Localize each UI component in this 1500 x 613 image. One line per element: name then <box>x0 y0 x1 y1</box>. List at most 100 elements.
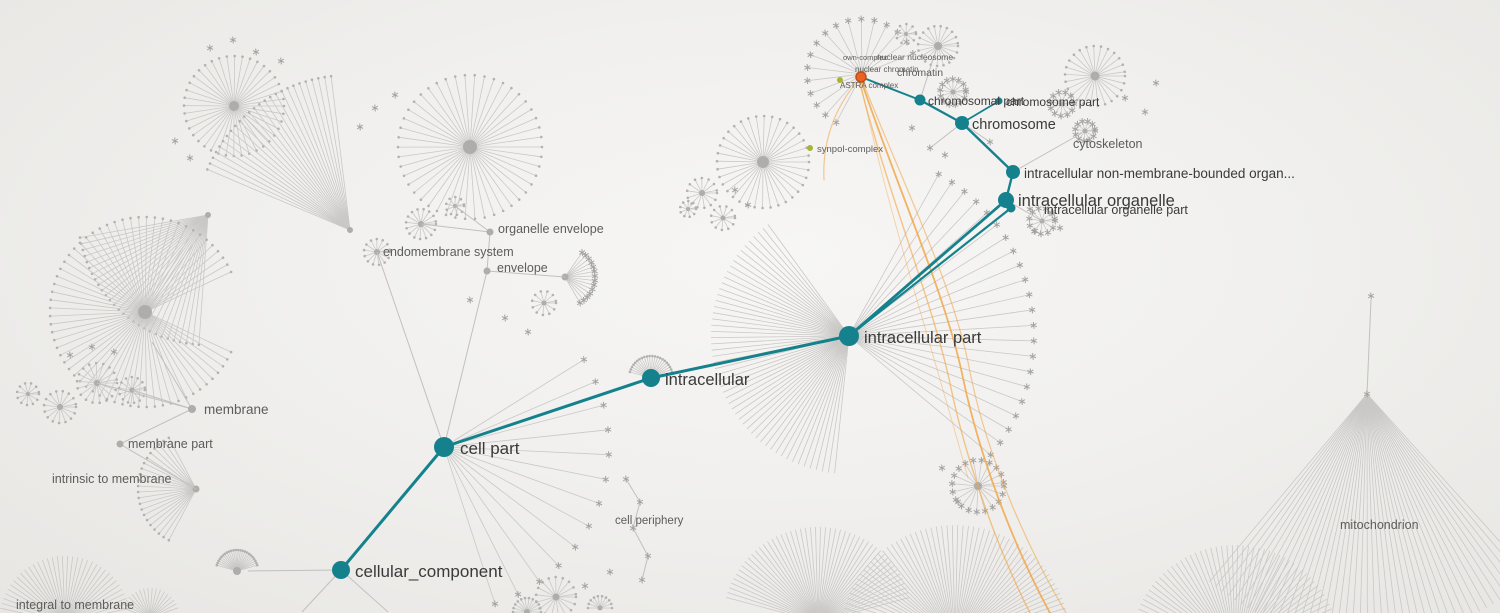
association-edge <box>860 79 1051 613</box>
leaf-node <box>356 123 364 131</box>
leaf-node <box>744 201 752 209</box>
leaf-node <box>938 464 946 472</box>
term-node-intracellular[interactable] <box>642 369 660 387</box>
cluster-fan <box>710 224 850 474</box>
cluster-node[interactable] <box>950 89 956 95</box>
term-label[interactable]: synpol-complex <box>817 144 883 155</box>
cluster-node[interactable] <box>597 605 603 611</box>
term-label[interactable]: membrane part <box>128 437 213 451</box>
leaf-node <box>636 498 644 506</box>
cluster-fan <box>1063 44 1127 108</box>
cluster-node[interactable] <box>1090 71 1100 81</box>
leaf-node <box>466 296 474 304</box>
leaf-node <box>1031 227 1039 235</box>
term-label[interactable]: mitochondrion <box>1340 518 1419 532</box>
term-label[interactable]: membrane <box>204 402 269 417</box>
cluster-fan <box>404 207 438 241</box>
term-label[interactable]: cytoskeleton <box>1073 137 1143 151</box>
cluster-node[interactable] <box>524 609 530 613</box>
association-edge <box>858 79 1031 613</box>
term-node-cell_part[interactable] <box>434 437 454 457</box>
cluster-node[interactable] <box>686 207 690 211</box>
cluster-node[interactable] <box>233 567 241 575</box>
leaf-node <box>1152 79 1160 87</box>
term-label-intracellular_part[interactable]: intracellular part <box>864 329 982 347</box>
highlight-path-edge <box>443 376 652 449</box>
cluster-node[interactable] <box>541 300 547 306</box>
term-node-cellular_component[interactable] <box>332 561 350 579</box>
cluster-node[interactable] <box>138 305 152 319</box>
leaf-node <box>1363 390 1371 398</box>
term-label-chromosome[interactable]: chromosome <box>972 117 1056 133</box>
term-label-non_membrane_bounded[interactable]: intracellular non-membrane-bounded organ… <box>1024 166 1295 181</box>
term-label-intracellular_organelle[interactable]: intracellular organelle <box>1018 192 1175 210</box>
term-node-non_membrane_bounded[interactable] <box>1006 165 1020 179</box>
cluster-fan <box>586 594 614 611</box>
term-label[interactable]: endomembrane system <box>383 245 514 259</box>
term-label[interactable]: own-complex <box>843 53 887 62</box>
term-dot[interactable] <box>116 440 124 448</box>
cluster-node[interactable] <box>552 593 560 601</box>
term-label-intracellular_organelle_part[interactable]: intracellular organelle part <box>1044 203 1188 217</box>
cluster-fan <box>15 382 41 407</box>
cluster-node[interactable] <box>205 212 211 218</box>
cluster-node[interactable] <box>757 156 769 168</box>
graph-edge <box>632 501 641 529</box>
term-label[interactable]: organelle envelope <box>498 222 604 236</box>
leaf-node <box>171 137 179 145</box>
term-node-chromosome_part[interactable] <box>995 97 1003 105</box>
leaf-node <box>622 475 630 483</box>
cluster-node[interactable] <box>229 101 239 111</box>
term-dot[interactable] <box>486 228 494 236</box>
term-node-intracellular_organelle_part[interactable] <box>1006 203 1016 213</box>
cluster-fan <box>895 22 918 46</box>
graph-edge <box>641 555 649 581</box>
cluster-fan <box>75 361 119 405</box>
cluster-node[interactable] <box>934 42 942 50</box>
term-label[interactable]: nuclear chromatin <box>855 65 919 74</box>
term-label[interactable]: integral to membrane <box>16 598 134 612</box>
term-node-intracellular_part[interactable] <box>839 326 859 346</box>
term-label[interactable]: intrinsic to membrane <box>52 472 172 486</box>
cluster-node[interactable] <box>1059 101 1065 107</box>
cluster-node[interactable] <box>463 140 477 154</box>
cluster-node[interactable] <box>720 215 726 221</box>
cluster-node[interactable] <box>1082 128 1088 134</box>
cluster-fan <box>1071 117 1099 145</box>
leaf-node <box>371 104 379 112</box>
leaf-node <box>1056 224 1064 232</box>
term-label-cellular_component[interactable]: cellular_component <box>355 562 503 581</box>
term-node-chromosomal_part[interactable] <box>914 94 926 106</box>
term-label[interactable]: nuclear nucleosome <box>877 52 953 62</box>
highlight-path-edge <box>860 76 921 101</box>
annotated-term-node[interactable] <box>837 77 843 83</box>
term-dot[interactable] <box>483 267 491 275</box>
cluster-fan <box>396 73 544 221</box>
cluster-node[interactable] <box>904 32 908 36</box>
term-label-cell_part[interactable]: cell part <box>460 439 520 458</box>
annotated-term-node[interactable] <box>807 145 813 151</box>
term-label-chromosomal_part[interactable]: chromosomal part <box>928 94 1025 108</box>
cluster-fan <box>530 290 558 317</box>
cluster-node[interactable] <box>347 227 353 233</box>
cluster-fan <box>715 114 811 210</box>
term-dot[interactable] <box>188 405 196 413</box>
cluster-node[interactable] <box>699 190 705 196</box>
term-node-chromosome[interactable] <box>955 116 969 130</box>
term-label-chromosome_part[interactable]: chromosome part <box>1006 95 1100 109</box>
term-label[interactable]: cell periphery <box>615 515 684 527</box>
graph-edge <box>454 205 491 233</box>
association-edge <box>859 79 969 479</box>
leaf-node <box>252 48 260 56</box>
term-label[interactable]: envelope <box>497 261 548 275</box>
cluster-fan <box>709 205 737 232</box>
highlighted-term-node[interactable] <box>855 71 867 83</box>
term-label-intracellular[interactable]: intracellular <box>665 371 750 389</box>
cluster-fan <box>936 75 970 109</box>
cluster-node[interactable] <box>57 404 63 410</box>
term-label[interactable]: chromatin <box>897 67 943 79</box>
term-label[interactable]: ASTRA complex <box>840 81 898 90</box>
cluster-node[interactable] <box>26 392 30 396</box>
